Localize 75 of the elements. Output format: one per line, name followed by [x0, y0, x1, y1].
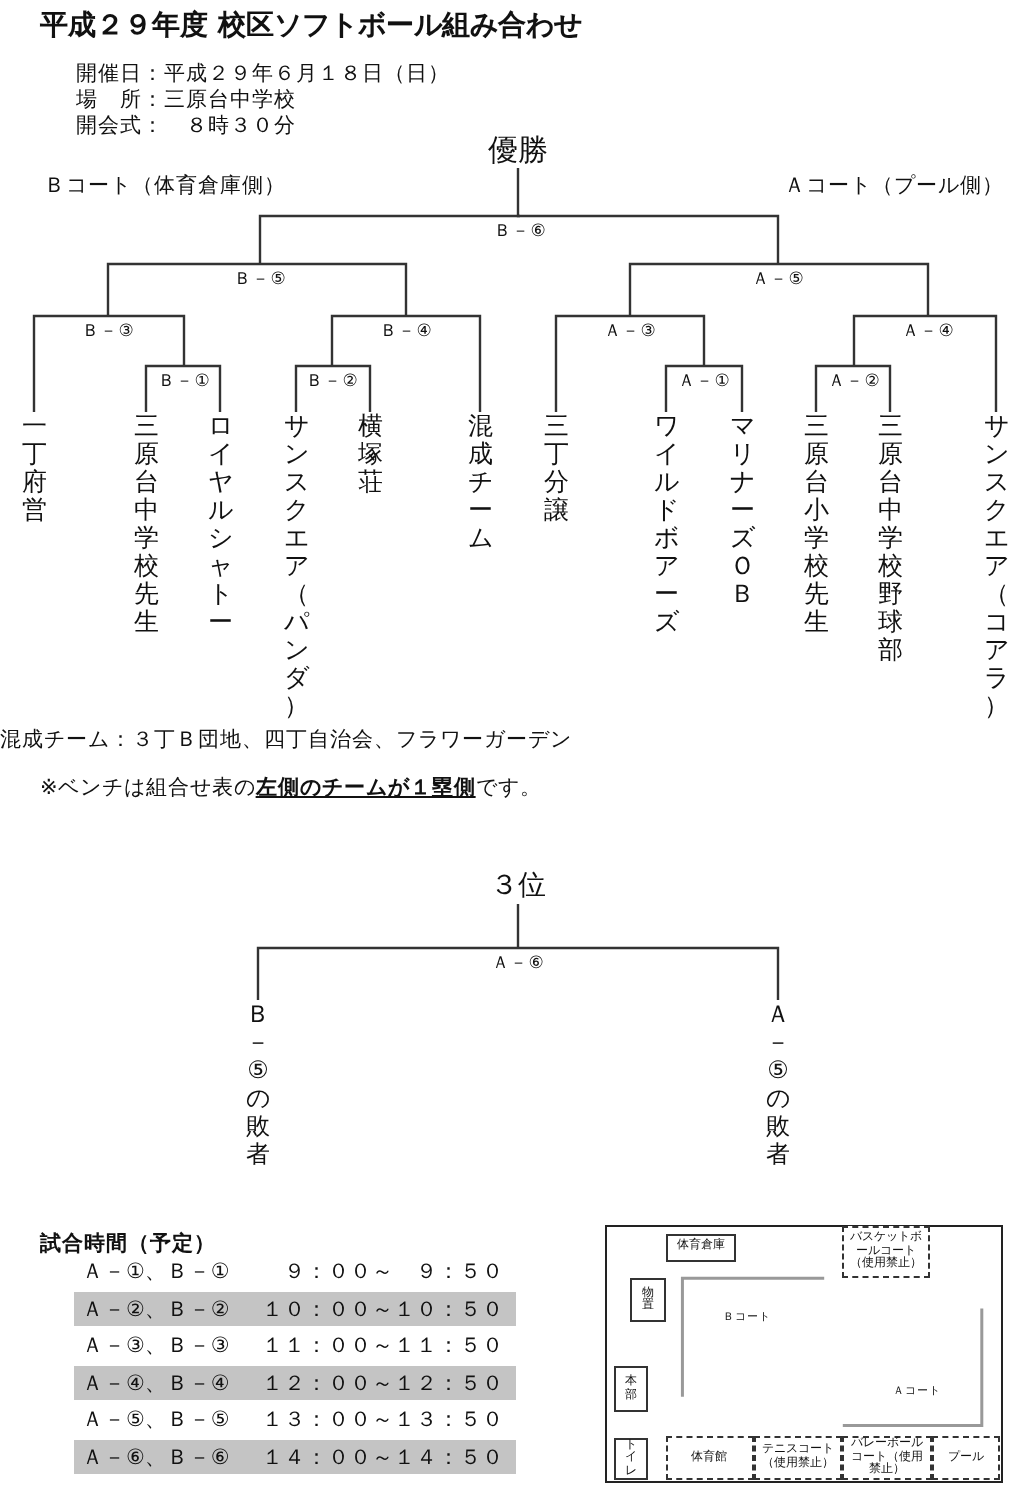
bracket-line: [32, 314, 108, 412]
team-name: 一丁府営: [21, 412, 47, 524]
match-name: Ａ－⑥、Ｂ－⑥: [82, 1444, 230, 1472]
match-time: １４：００～１４：５０: [262, 1444, 504, 1472]
team-name: 三原台中学校先生: [133, 412, 159, 636]
team-name: 三原台中学校野球部: [877, 412, 903, 664]
bracket-line: [330, 314, 406, 366]
bracket-line: [144, 364, 184, 412]
bracket-line: [108, 314, 186, 366]
match-name: Ａ－①、Ｂ－①: [82, 1258, 230, 1286]
bracket-line: [516, 904, 520, 950]
match-label: Ａ－④: [892, 316, 964, 344]
info-text: 開催日：平成２９年６月１８日（日）: [76, 60, 450, 88]
match-label: Ａ－⑥: [482, 948, 554, 976]
match-label: Ａ－②: [818, 366, 890, 394]
match-label: Ａ－⑤: [742, 264, 814, 292]
match-time: １０：００～１０：５０: [262, 1295, 504, 1324]
team-name: 三丁分譲: [543, 412, 569, 524]
bracket-line: [258, 214, 520, 264]
match-label: Ｂ－①: [148, 366, 220, 394]
team-name: 混成チーム: [467, 412, 493, 552]
court-label: Ａコート（プール側）: [784, 172, 1004, 200]
team-name: ロイヤルシャトー: [207, 412, 233, 636]
bracket-line: [630, 314, 706, 366]
match-name: Ａ－④、Ｂ－④: [82, 1369, 230, 1398]
match-label: Ｂ－③: [72, 316, 144, 344]
team-name: マリナーズＯＢ: [729, 412, 755, 608]
bracket-line: [928, 314, 998, 412]
team-name: サンスクエア（パンダ）: [283, 412, 309, 720]
note-text: ※ベンチは組合せ表の左側のチームが１塁側です。: [40, 774, 542, 802]
bracket-line: [406, 314, 482, 412]
bracket-line: [332, 364, 372, 412]
team-name: 横塚荘: [357, 412, 383, 496]
match-time: １１：００～１１：５０: [262, 1332, 504, 1361]
team-name: Ｂ－⑤の敗者: [246, 1000, 270, 1168]
bracket-line: [518, 946, 780, 1000]
team-name: 三原台小学校先生: [803, 412, 829, 636]
bracket-line: [704, 364, 744, 412]
match-name: Ａ－③、Ｂ－③: [82, 1332, 230, 1361]
match-label: Ｂ－⑤: [224, 264, 296, 292]
bracket-line: [516, 168, 521, 218]
bracket-line: [256, 946, 518, 1000]
match-label: Ｂ－⑥: [484, 216, 556, 244]
court-label: Ｂコート（体育倉庫側）: [44, 172, 286, 200]
match-label: Ｂ－④: [370, 316, 442, 344]
match-time: １３：００～１３：５０: [262, 1406, 504, 1435]
bracket-line: [106, 262, 260, 316]
match-time: ９：００～ ９：５０: [284, 1258, 504, 1286]
info-text: 場 所：三原台中学校: [76, 86, 296, 114]
match-time: １２：００～１２：５０: [262, 1369, 504, 1398]
bracket-line: [854, 364, 892, 412]
info-text: 開会式： ８時３０分: [76, 112, 296, 140]
title: 平成２９年度 校区ソフトボール組み合わせ: [40, 8, 582, 44]
table-title: 試合時間（予定）: [40, 1230, 216, 1258]
bracket-line: [294, 364, 332, 412]
match-label: Ａ－①: [668, 366, 740, 394]
heading: 優勝: [468, 132, 568, 168]
match-label: Ｂ－②: [296, 366, 368, 394]
match-name: Ａ－⑤、Ｂ－⑤: [82, 1406, 230, 1435]
match-name: Ａ－②、Ｂ－②: [82, 1295, 230, 1324]
bracket-line: [814, 364, 854, 412]
note-text: 混成チーム：３丁Ｂ団地、四丁自治会、フラワーガーデン: [0, 726, 572, 754]
bracket-line: [852, 314, 928, 366]
team-name: Ａ－⑤の敗者: [766, 1000, 790, 1168]
bracket-line: [778, 262, 930, 316]
bracket-line: [664, 364, 704, 412]
bracket-line: [260, 262, 408, 316]
team-name: サンスクエア（コアラ）: [983, 412, 1009, 720]
bracket-line: [554, 314, 630, 412]
team-name: ワイルドボアーズ: [653, 412, 679, 636]
bracket-line: [184, 364, 222, 412]
bracket-line: [520, 214, 780, 264]
match-label: Ａ－③: [594, 316, 666, 344]
heading: ３位: [468, 868, 568, 904]
bracket-line: [628, 262, 778, 316]
